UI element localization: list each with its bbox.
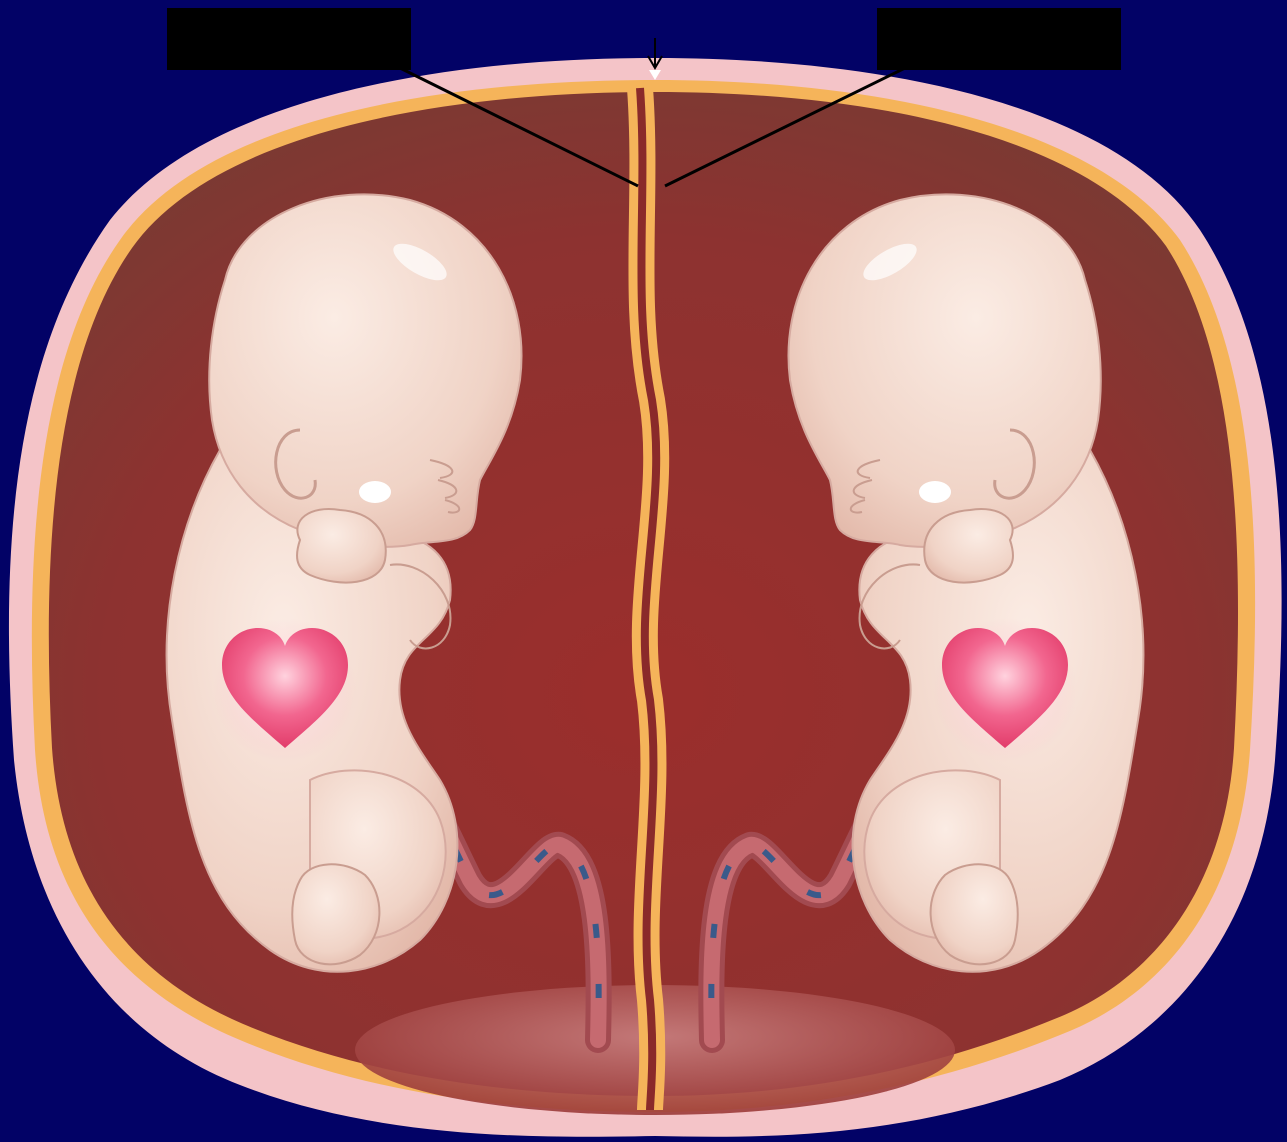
heart-icon: [213, 618, 357, 762]
heart-icon: [933, 618, 1077, 762]
label-box-right: [877, 8, 1121, 70]
fetus-right-foot: [931, 864, 1018, 964]
fetus-left-foot: [292, 864, 379, 964]
label-box-left: [167, 8, 411, 70]
fetus-right-eye: [919, 481, 951, 503]
fetus-left-eye: [359, 481, 391, 503]
